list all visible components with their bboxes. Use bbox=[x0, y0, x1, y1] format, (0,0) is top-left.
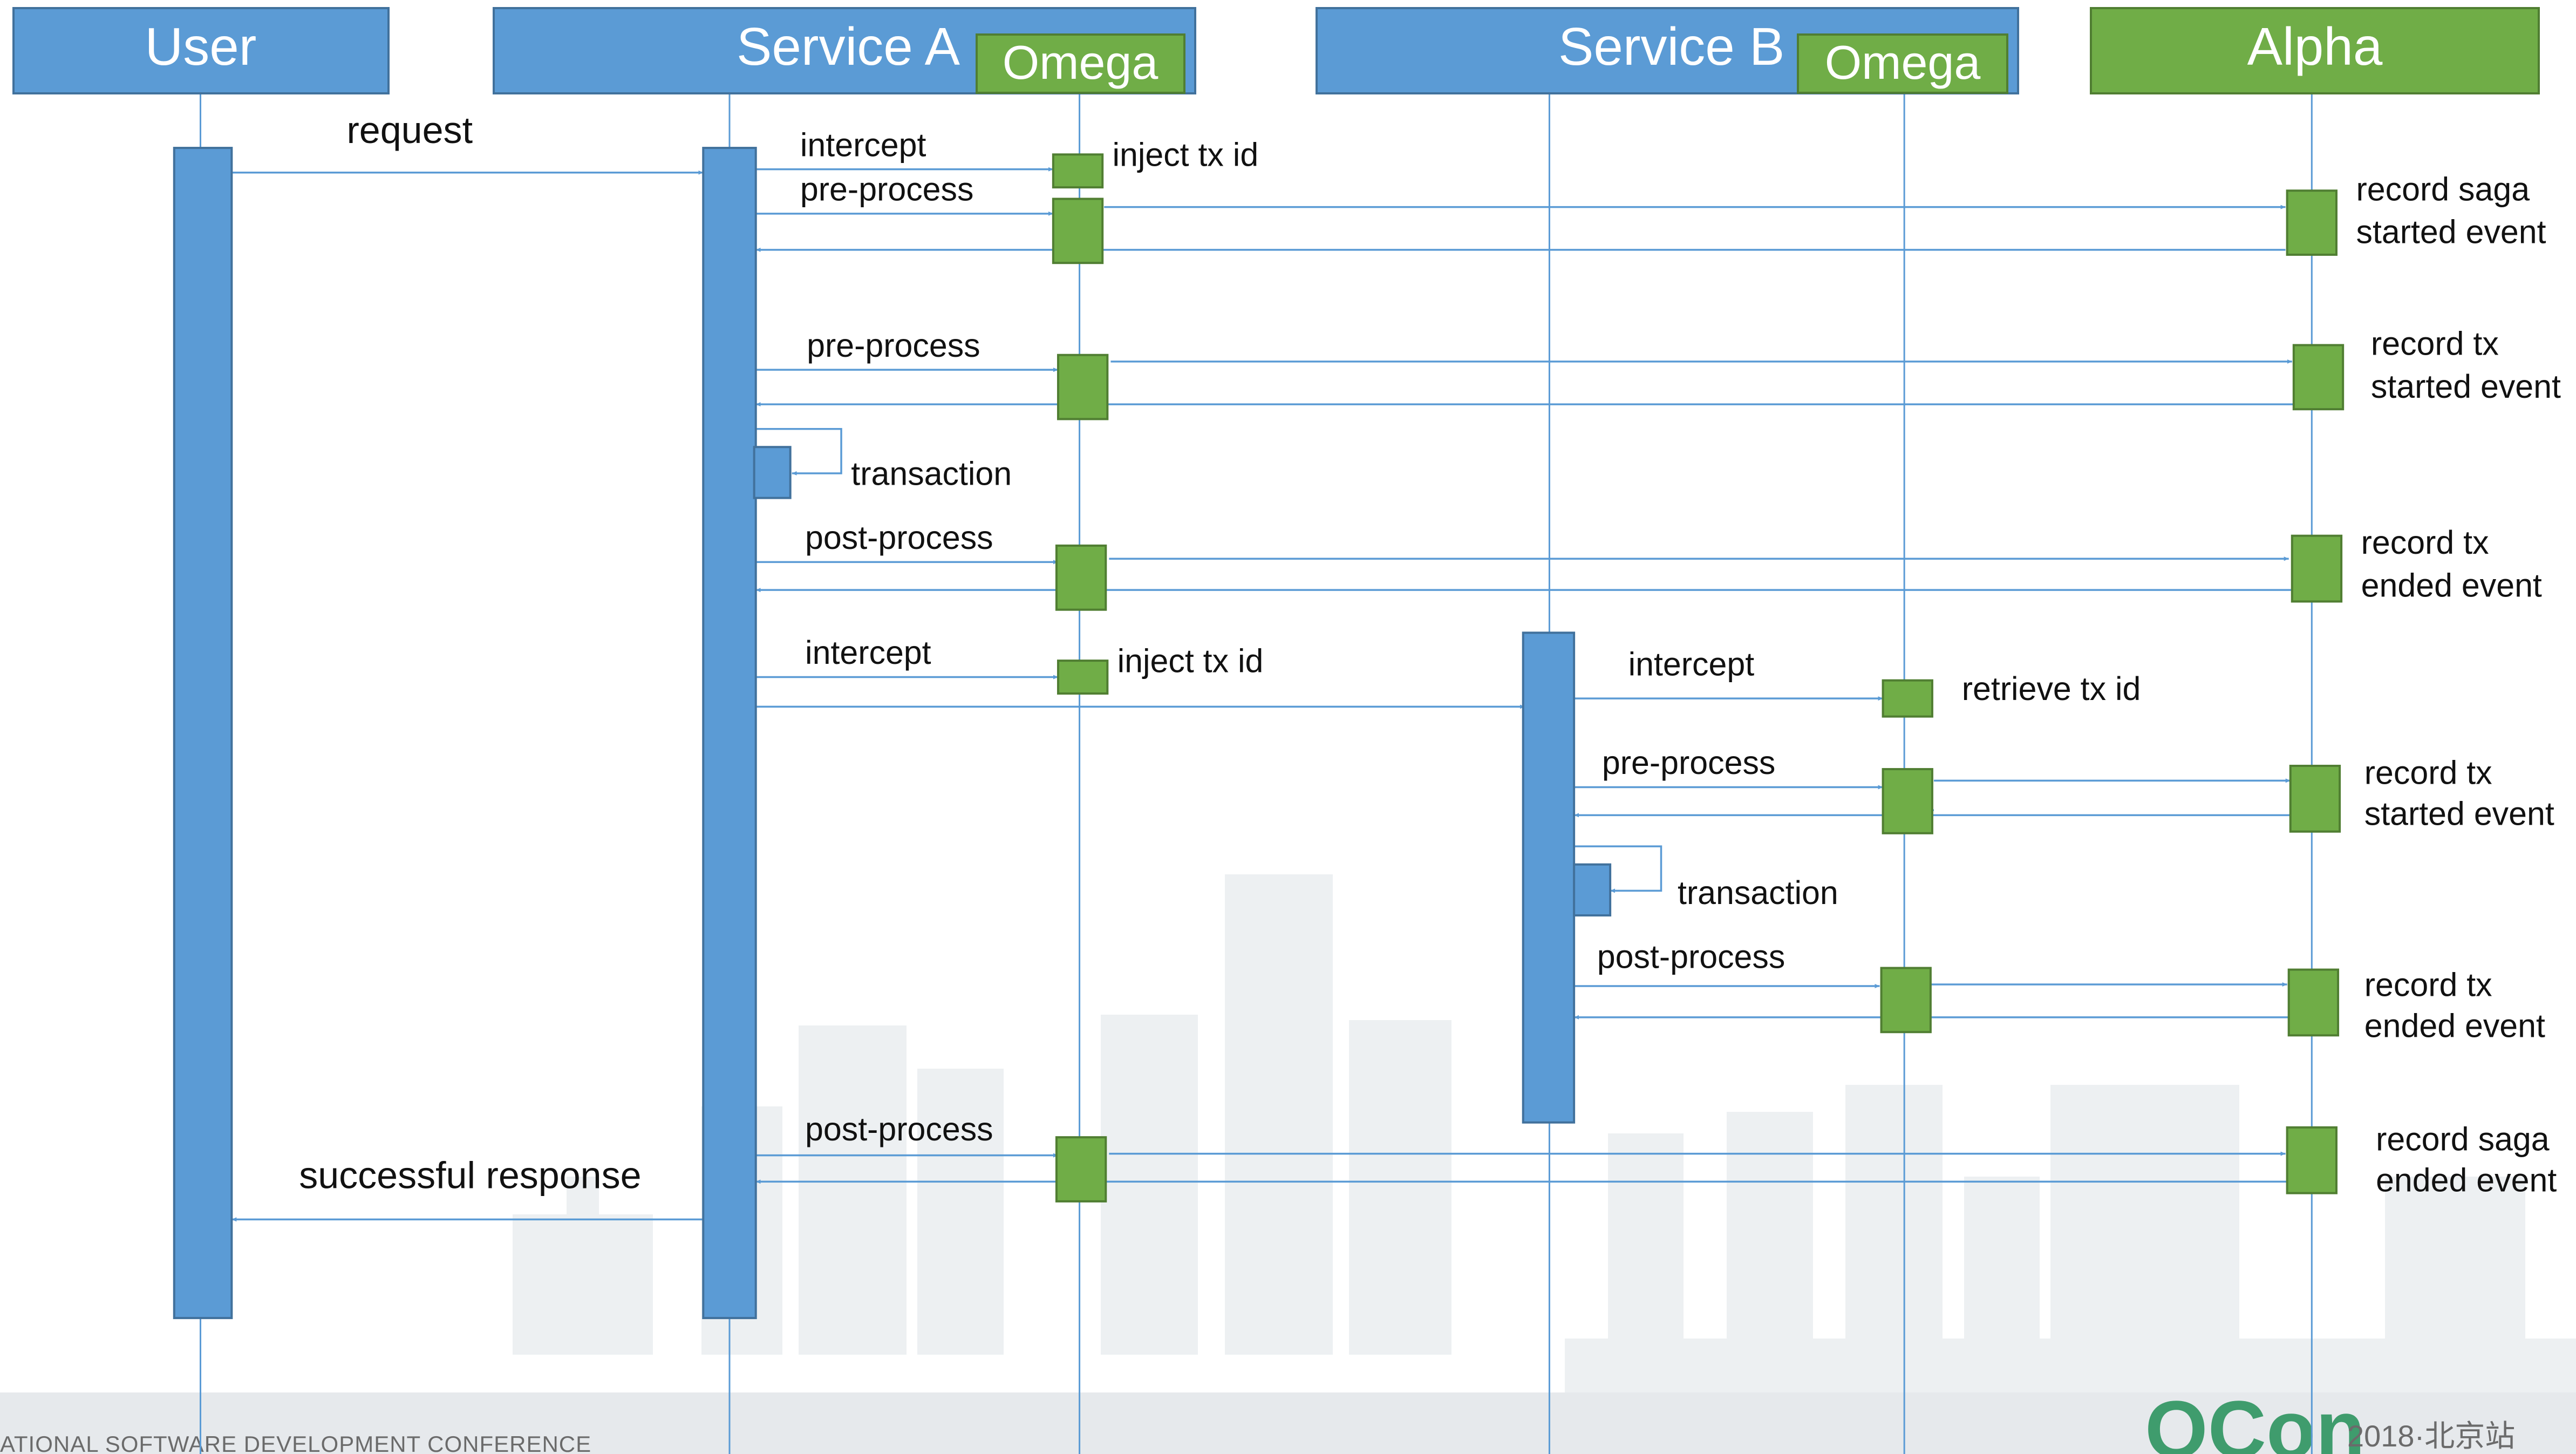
label-intercept-b: intercept bbox=[1628, 646, 1755, 682]
label-record-saga-started-2: started event bbox=[2356, 214, 2546, 250]
participant-user bbox=[12, 7, 390, 94]
activation-user bbox=[173, 147, 233, 1320]
label-retrieve-tx-id: retrieve tx id bbox=[1962, 670, 2141, 707]
label-record-tx-ended-b2: ended event bbox=[2364, 1007, 2545, 1044]
omega-a-saga-end bbox=[1055, 1136, 1107, 1202]
label-intercept-a1: intercept bbox=[800, 126, 926, 163]
transaction-service-a bbox=[753, 446, 792, 499]
conference-name: ATIONAL SOFTWARE DEVELOPMENT CONFERENCE bbox=[0, 1431, 591, 1454]
label-transaction-a: transaction bbox=[851, 455, 1012, 492]
label-preprocess-saga: pre-process bbox=[800, 171, 974, 207]
label-intercept-a2: intercept bbox=[805, 634, 931, 671]
participant-omega-a bbox=[976, 33, 1185, 94]
message-labels: request intercept pre-process inject tx id r… bbox=[299, 109, 2561, 1199]
participant-alpha bbox=[2090, 7, 2540, 94]
participant-service-a-label: Service A bbox=[737, 17, 960, 76]
label-successful-response: successful response bbox=[299, 1154, 641, 1197]
label-postprocess-saga: post-process bbox=[805, 1111, 993, 1147]
label-record-tx-started-b1: record tx bbox=[2364, 754, 2492, 791]
omega-b-retrieve-tx-id bbox=[1882, 679, 1933, 718]
participant-omega-b-label: Omega bbox=[1825, 36, 1981, 89]
alpha-saga-ended bbox=[2286, 1126, 2338, 1194]
edition-label: 2018·北京站 bbox=[2347, 1419, 2515, 1453]
alpha-tx-started-a bbox=[2292, 344, 2345, 411]
alpha-tx-ended-b bbox=[2287, 968, 2340, 1037]
label-record-tx-started-b2: started event bbox=[2364, 796, 2554, 832]
label-record-saga-ended-2: ended event bbox=[2376, 1162, 2557, 1199]
participant-omega-a-label: Omega bbox=[1003, 36, 1158, 89]
messages bbox=[231, 167, 2294, 1222]
label-postprocess-b: post-process bbox=[1597, 939, 1786, 975]
omega-a-pre-process bbox=[1057, 354, 1109, 420]
participant-user-label: User bbox=[145, 17, 257, 76]
self-call-loop-1 bbox=[755, 427, 842, 475]
label-inject-tx-id-1: inject tx id bbox=[1112, 137, 1258, 173]
qcon-logo: QCon bbox=[2145, 1384, 2365, 1454]
omega-b-post-process bbox=[1880, 967, 1932, 1034]
alpha-saga-started bbox=[2286, 189, 2338, 256]
omega-a-saga-start bbox=[1052, 198, 1104, 264]
activation-service-b bbox=[1522, 631, 1576, 1124]
label-record-tx-started-a2: started event bbox=[2371, 368, 2561, 405]
skyline-background bbox=[513, 874, 2576, 1392]
activation-service-a bbox=[702, 147, 757, 1320]
label-inject-tx-id-2: inject tx id bbox=[1117, 642, 1264, 679]
label-record-tx-started-a1: record tx bbox=[2371, 325, 2499, 362]
alpha-tx-started-b bbox=[2289, 764, 2341, 833]
label-postprocess-a: post-process bbox=[805, 519, 993, 556]
alpha-tx-ended-a bbox=[2291, 534, 2343, 603]
omega-a-inject-tx-id-2 bbox=[1057, 660, 1109, 695]
label-record-tx-ended-a2: ended event bbox=[2361, 567, 2542, 603]
label-request: request bbox=[346, 109, 473, 151]
transaction-service-b bbox=[1573, 863, 1612, 917]
participant-omega-b bbox=[1797, 33, 2008, 94]
activation-boxes bbox=[173, 147, 2345, 1320]
label-transaction-b: transaction bbox=[1678, 874, 1838, 911]
label-record-saga-started-1: record saga bbox=[2356, 171, 2530, 207]
omega-a-inject-tx-id bbox=[1052, 153, 1104, 189]
label-record-tx-ended-a1: record tx bbox=[2361, 524, 2489, 561]
participant-service-b-label: Service B bbox=[1558, 17, 1784, 76]
footer-bar bbox=[0, 1392, 2576, 1454]
participant-alpha-label: Alpha bbox=[2247, 17, 2383, 76]
label-preprocess-b: pre-process bbox=[1602, 744, 1776, 781]
self-call-loop-2 bbox=[1574, 845, 1662, 893]
label-record-tx-ended-b1: record tx bbox=[2364, 966, 2492, 1003]
omega-b-pre-process bbox=[1882, 768, 1933, 834]
label-record-saga-ended-1: record saga bbox=[2376, 1121, 2550, 1158]
omega-a-post-process bbox=[1055, 544, 1107, 611]
label-preprocess-a: pre-process bbox=[807, 327, 980, 364]
